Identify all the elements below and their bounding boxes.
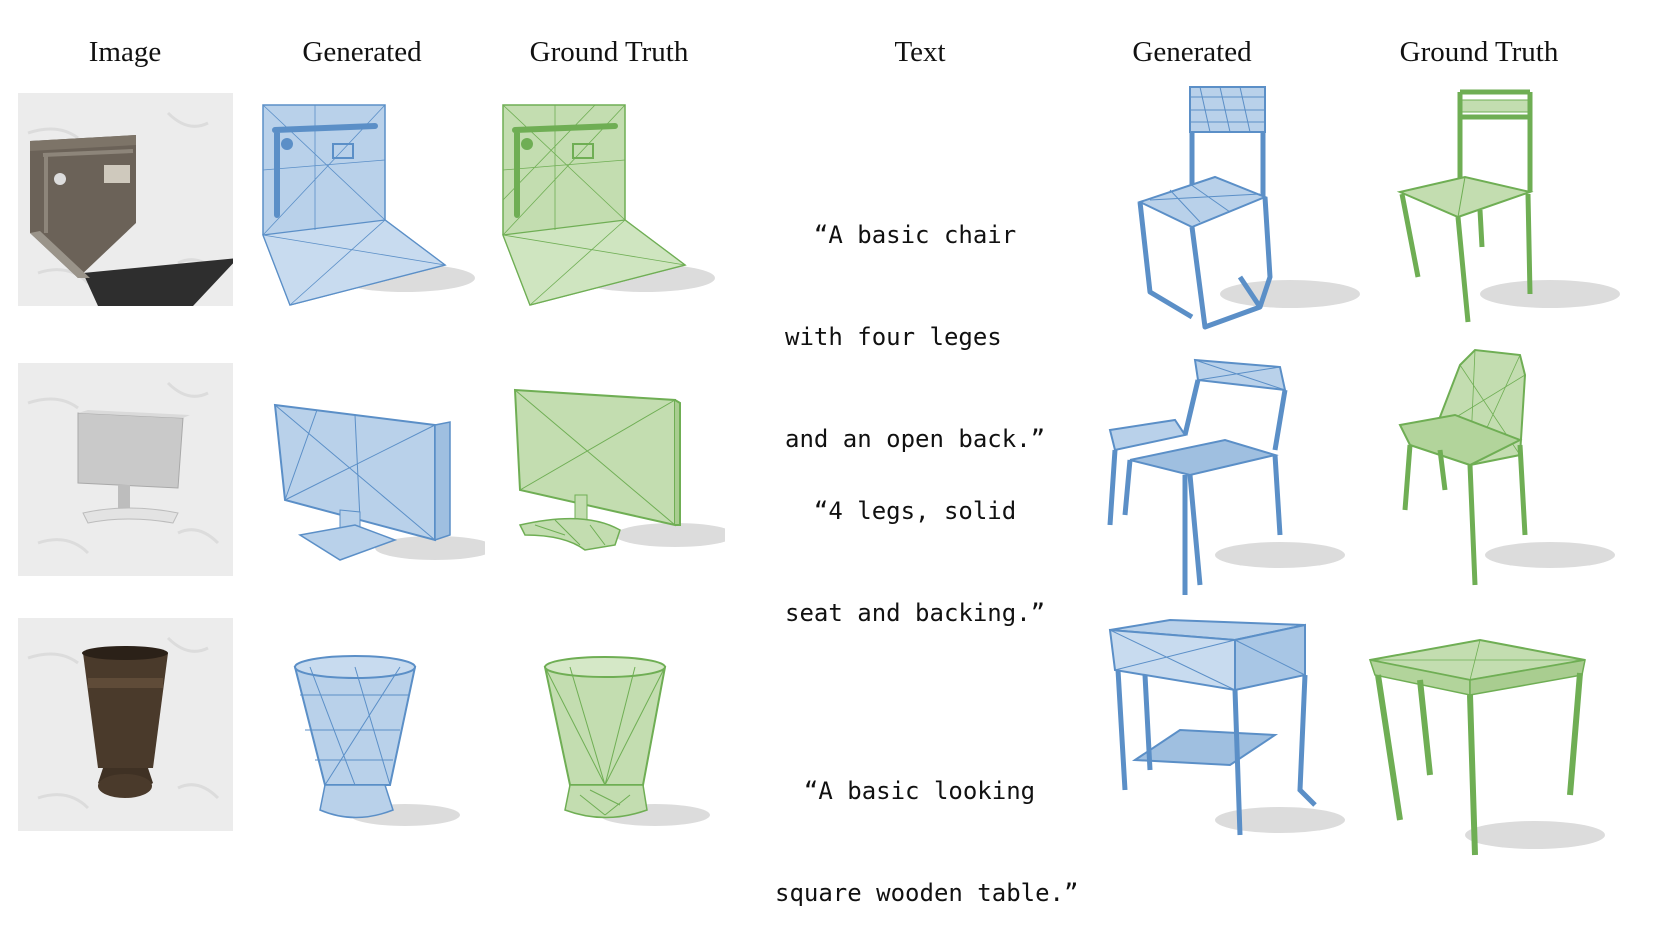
input-image-monitor [18,363,233,576]
text-prompt-line: and an open back.” [785,425,1046,453]
generated-mesh-vase [293,655,460,826]
ground-truth-mesh-monitor [513,388,725,551]
header-generated-image: Generated [302,36,422,68]
text-prompt-line: with four leges [785,323,1002,351]
text-prompt-line: square wooden table.” [775,879,1079,907]
text-prompt-line: “A basic chair [785,221,1017,249]
ground-truth-mesh-chair [1396,89,1620,323]
text-prompt-four-legs: “4 legs, solid seat and backing.” [785,426,1045,664]
text-prompt-chair-open-back: “A basic chair with four leges and an op… [785,150,1045,490]
input-image-wall-corner [18,93,233,306]
text-prompt-line: seat and backing.” [785,599,1046,627]
ground-truth-mesh-table [1368,638,1605,856]
ground-truth-mesh-vase [543,656,710,826]
generated-mesh-chair [1137,86,1360,330]
text-prompt-wooden-table: “A basic looking square wooden table.” [775,706,1078,944]
text-prompt-line: “4 legs, solid [785,497,1017,525]
generated-mesh-armchair [1107,358,1345,595]
ground-truth-mesh-wall-corner [502,104,715,306]
header-ground-truth-text: Ground Truth [1399,36,1559,68]
generated-mesh-monitor [273,403,485,561]
header-ground-truth-image: Ground Truth [529,36,689,68]
header-image: Image [88,36,162,68]
header-text: Text [894,36,946,68]
header-generated-text: Generated [1132,36,1252,68]
ground-truth-mesh-chair-solid [1398,348,1615,586]
text-prompt-line: “A basic looking [775,777,1036,805]
generated-mesh-wall-corner [262,104,475,306]
input-image-vase [18,618,233,831]
generated-mesh-table [1108,618,1345,836]
